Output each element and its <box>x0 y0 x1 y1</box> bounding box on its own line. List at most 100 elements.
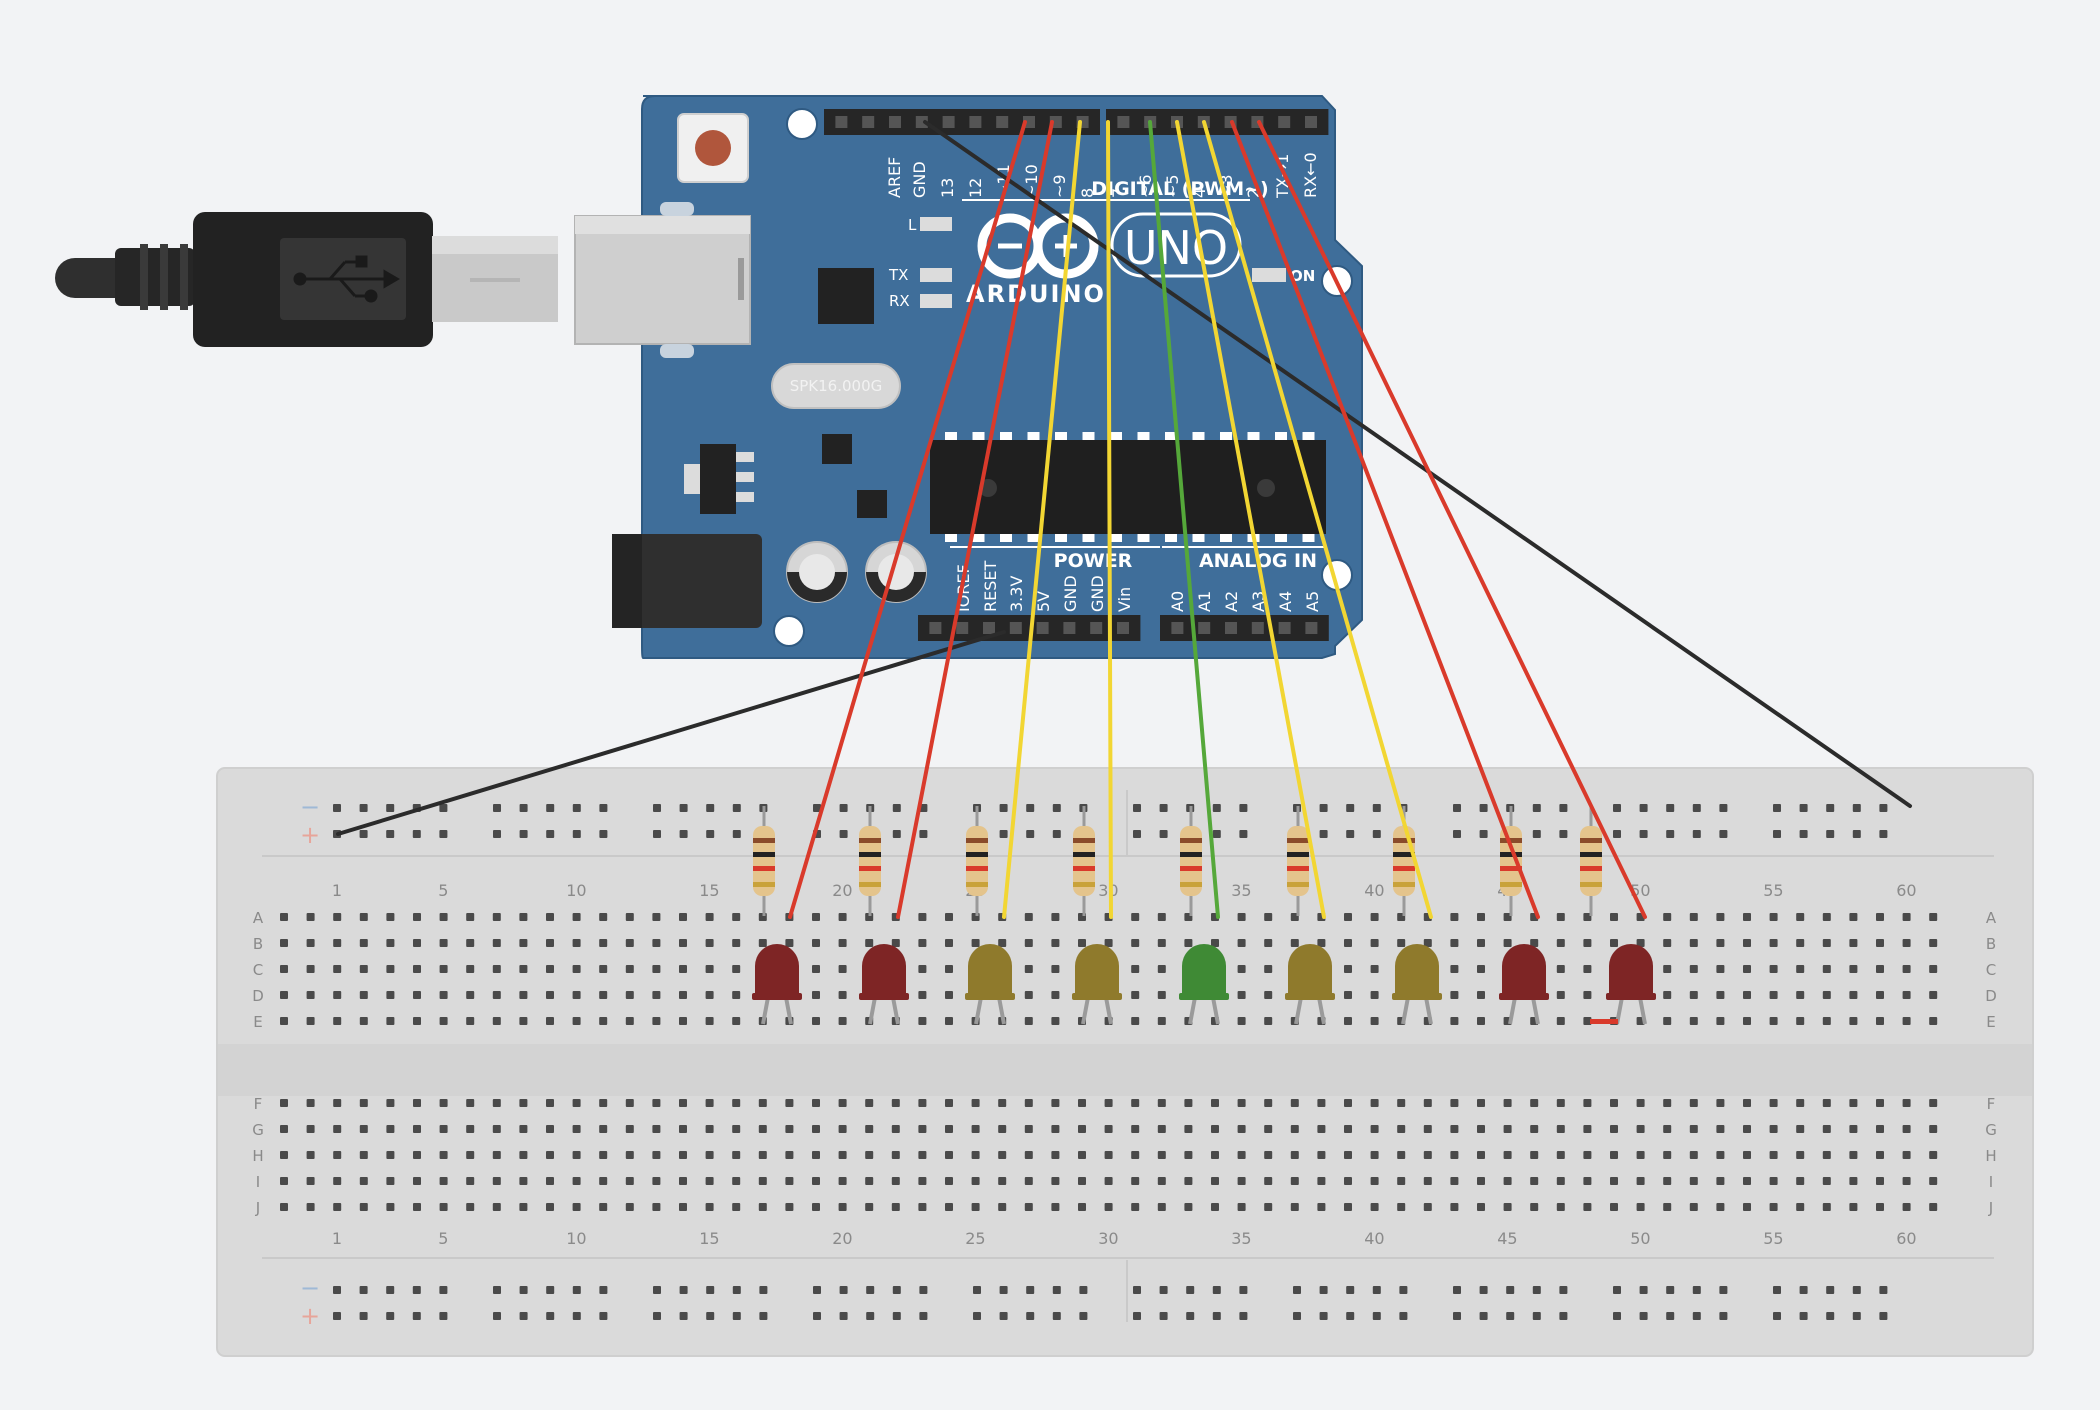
breadboard-hole[interactable] <box>1131 1151 1140 1159</box>
breadboard-hole[interactable] <box>652 965 661 973</box>
rail-hole[interactable] <box>1453 804 1461 812</box>
breadboard-hole[interactable] <box>1317 1177 1326 1185</box>
header-socket[interactable] <box>956 622 969 634</box>
rail-hole[interactable] <box>1773 804 1781 812</box>
breadboard-hole[interactable] <box>918 1203 927 1211</box>
breadboard-hole[interactable] <box>1902 991 1911 999</box>
breadboard-hole[interactable] <box>1477 1099 1485 1107</box>
breadboard-hole[interactable] <box>732 1151 741 1159</box>
breadboard-hole[interactable] <box>1556 913 1565 921</box>
breadboard-hole[interactable] <box>1237 991 1246 999</box>
rail-hole[interactable] <box>359 1286 368 1294</box>
breadboard-hole[interactable] <box>1689 1177 1698 1185</box>
breadboard-hole[interactable] <box>333 939 342 947</box>
breadboard-hole[interactable] <box>439 1177 448 1185</box>
breadboard-hole[interactable] <box>1157 1125 1166 1133</box>
rail-hole[interactable] <box>1479 830 1488 838</box>
breadboard-hole[interactable] <box>1423 1125 1432 1133</box>
breadboard-hole[interactable] <box>918 991 927 999</box>
breadboard-hole[interactable] <box>1078 1099 1086 1107</box>
breadboard-hole[interactable] <box>1051 1017 1060 1025</box>
digital-header-left[interactable] <box>824 109 1100 135</box>
wire-yellow[interactable] <box>1175 120 1326 919</box>
breadboard-hole[interactable] <box>1822 939 1831 947</box>
breadboard-hole[interactable] <box>732 913 741 921</box>
breadboard-hole[interactable] <box>1716 913 1725 921</box>
breadboard-hole[interactable] <box>1663 991 1672 999</box>
rail-hole[interactable] <box>359 1312 368 1320</box>
breadboard-hole[interactable] <box>359 1177 368 1185</box>
breadboard-hole[interactable] <box>546 1177 554 1185</box>
breadboard-hole[interactable] <box>492 1203 501 1211</box>
breadboard-hole[interactable] <box>1344 1177 1352 1185</box>
breadboard-hole[interactable] <box>546 1099 554 1107</box>
analog-header[interactable] <box>1160 615 1329 641</box>
breadboard-hole[interactable] <box>652 1099 661 1107</box>
breadboard-hole[interactable] <box>386 1203 395 1211</box>
breadboard-hole[interactable] <box>280 1017 288 1025</box>
breadboard-hole[interactable] <box>945 1177 953 1185</box>
breadboard-hole[interactable] <box>466 1151 475 1159</box>
breadboard-hole[interactable] <box>599 991 608 999</box>
rail-hole[interactable] <box>1346 1286 1355 1294</box>
breadboard-hole[interactable] <box>1397 939 1406 947</box>
rail-hole[interactable] <box>1719 1312 1728 1320</box>
rail-hole[interactable] <box>1319 804 1328 812</box>
breadboard-hole[interactable] <box>1822 1099 1831 1107</box>
breadboard-hole[interactable] <box>1556 1017 1565 1025</box>
breadboard-hole[interactable] <box>439 1203 448 1211</box>
rail-hole[interactable] <box>1773 1312 1781 1320</box>
breadboard-hole[interactable] <box>812 1177 820 1185</box>
rail-hole[interactable] <box>1319 830 1328 838</box>
breadboard-hole[interactable] <box>413 991 421 999</box>
breadboard-hole[interactable] <box>1743 913 1751 921</box>
rail-hole[interactable] <box>839 804 848 812</box>
header-socket[interactable] <box>996 116 1009 128</box>
led-yellow[interactable] <box>1072 944 1122 1025</box>
breadboard-hole[interactable] <box>758 1151 767 1159</box>
breadboard-hole[interactable] <box>1131 939 1140 947</box>
breadboard-hole[interactable] <box>1131 1203 1140 1211</box>
rail-hole[interactable] <box>839 1312 848 1320</box>
resistor[interactable] <box>1073 806 1095 916</box>
breadboard-hole[interactable] <box>1503 939 1512 947</box>
breadboard-hole[interactable] <box>1929 991 1938 999</box>
breadboard-hole[interactable] <box>705 1203 714 1211</box>
breadboard-hole[interactable] <box>1370 991 1379 999</box>
breadboard-hole[interactable] <box>572 913 581 921</box>
breadboard-hole[interactable] <box>1876 1177 1884 1185</box>
breadboard-hole[interactable] <box>1876 1151 1884 1159</box>
breadboard-hole[interactable] <box>1663 965 1672 973</box>
rail-hole[interactable] <box>493 1286 501 1294</box>
breadboard-hole[interactable] <box>1211 939 1219 947</box>
breadboard-hole[interactable] <box>1157 1017 1166 1025</box>
breadboard-hole[interactable] <box>998 1177 1007 1185</box>
rail-hole[interactable] <box>1639 1312 1648 1320</box>
breadboard-hole[interactable] <box>838 1125 847 1133</box>
rail-hole[interactable] <box>1479 1312 1488 1320</box>
breadboard-hole[interactable] <box>1290 1125 1299 1133</box>
led-green[interactable] <box>1179 944 1229 1025</box>
breadboard-hole[interactable] <box>1051 1151 1060 1159</box>
breadboard-hole[interactable] <box>1556 1125 1565 1133</box>
rail-hole[interactable] <box>1773 830 1781 838</box>
breadboard-hole[interactable] <box>1024 1125 1033 1133</box>
breadboard-hole[interactable] <box>333 991 342 999</box>
breadboard-hole[interactable] <box>732 991 741 999</box>
rail-hole[interactable] <box>1479 1286 1488 1294</box>
rail-hole[interactable] <box>1052 830 1061 838</box>
breadboard-hole[interactable] <box>1716 965 1725 973</box>
rail-hole[interactable] <box>1826 1312 1835 1320</box>
rail-hole[interactable] <box>973 1312 981 1320</box>
breadboard-hole[interactable] <box>333 1151 342 1159</box>
rail-hole[interactable] <box>1372 830 1381 838</box>
breadboard-hole[interactable] <box>439 1099 448 1107</box>
rail-hole[interactable] <box>1293 1286 1301 1294</box>
rail-hole[interactable] <box>919 830 928 838</box>
breadboard-hole[interactable] <box>1716 939 1725 947</box>
breadboard-hole[interactable] <box>1157 1177 1166 1185</box>
rail-hole[interactable] <box>1212 830 1221 838</box>
breadboard-hole[interactable] <box>1610 1099 1618 1107</box>
breadboard-hole[interactable] <box>359 991 368 999</box>
breadboard-hole[interactable] <box>1929 1017 1938 1025</box>
